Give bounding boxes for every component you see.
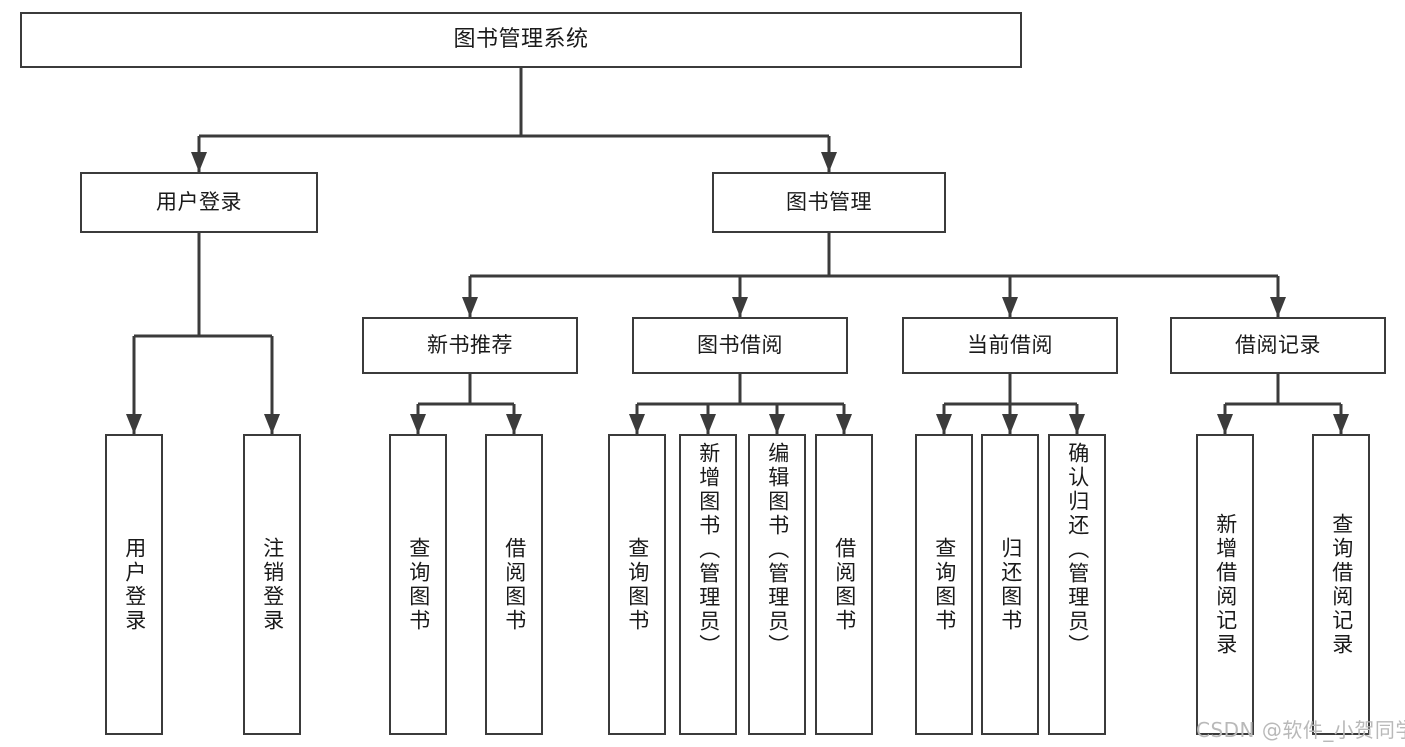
arrow-head-icon-book-borrow xyxy=(732,297,748,317)
arrow-head-icon-current-borrow xyxy=(1002,297,1018,317)
node-leaf-add-book: 新增图书（管理员） xyxy=(679,434,737,735)
node-label: 注销登录 xyxy=(260,536,285,633)
node-root-root: 图书管理系统 xyxy=(20,12,1022,68)
arrow-head-icon-leaf-add-book xyxy=(700,414,716,434)
node-label: 借阅图书 xyxy=(502,536,527,633)
node-user-login: 用户登录 xyxy=(80,172,318,233)
node-current-borrow: 当前借阅 xyxy=(902,317,1118,374)
arrow-head-icon-leaf-edit-book xyxy=(769,414,785,434)
node-label: 新增借阅记录 xyxy=(1213,512,1238,657)
node-label: 查询图书 xyxy=(625,536,650,633)
arrow-head-icon-leaf-add-record xyxy=(1217,414,1233,434)
arrow-head-icon-leaf-query-book-1 xyxy=(410,414,426,434)
node-leaf-user-login: 用户登录 xyxy=(105,434,163,735)
node-label: 用户登录 xyxy=(122,536,147,633)
node-leaf-add-record: 新增借阅记录 xyxy=(1196,434,1254,735)
node-label: 查询图书 xyxy=(932,536,957,633)
node-leaf-borrow-book-2: 借阅图书 xyxy=(815,434,873,735)
arrow-head-icon-leaf-logout xyxy=(264,414,280,434)
arrow-head-icon-leaf-query-book-2 xyxy=(629,414,645,434)
node-label: 图书管理系统 xyxy=(453,27,589,53)
arrow-head-icon-user-login xyxy=(191,152,207,172)
node-label: 借阅图书 xyxy=(832,536,857,633)
node-label: 查询借阅记录 xyxy=(1329,512,1354,657)
node-label: 图书管理 xyxy=(786,190,872,215)
arrow-head-icon-leaf-query-book-3 xyxy=(936,414,952,434)
node-label: 查询图书 xyxy=(406,536,431,633)
arrow-head-icon-leaf-borrow-book-1 xyxy=(506,414,522,434)
node-leaf-query-book-3: 查询图书 xyxy=(915,434,973,735)
arrow-head-icon-leaf-borrow-book-2 xyxy=(836,414,852,434)
node-label: 当前借阅 xyxy=(967,333,1053,358)
arrow-head-icon-borrow-record xyxy=(1270,297,1286,317)
node-leaf-query-book-2: 查询图书 xyxy=(608,434,666,735)
node-label: 图书借阅 xyxy=(697,333,783,358)
arrow-head-icon-leaf-return-book xyxy=(1002,414,1018,434)
node-label: 新增图书（管理员） xyxy=(696,442,721,658)
node-borrow-record: 借阅记录 xyxy=(1170,317,1386,374)
node-label: 确认归还（管理员） xyxy=(1065,442,1090,658)
arrow-head-icon-book-management xyxy=(821,152,837,172)
arrow-head-icon-leaf-user-login xyxy=(126,414,142,434)
node-new-book-recommend: 新书推荐 xyxy=(362,317,578,374)
node-book-management: 图书管理 xyxy=(712,172,946,233)
arrow-head-icon-new-book-recommend xyxy=(462,297,478,317)
node-leaf-logout: 注销登录 xyxy=(243,434,301,735)
node-leaf-return-book: 归还图书 xyxy=(981,434,1039,735)
node-leaf-borrow-book-1: 借阅图书 xyxy=(485,434,543,735)
node-leaf-query-record: 查询借阅记录 xyxy=(1312,434,1370,735)
arrow-head-icon-leaf-query-record xyxy=(1333,414,1349,434)
node-leaf-edit-book: 编辑图书（管理员） xyxy=(748,434,806,735)
node-leaf-query-book-1: 查询图书 xyxy=(389,434,447,735)
node-label: 编辑图书（管理员） xyxy=(765,442,790,658)
arrow-head-icon-leaf-confirm-return xyxy=(1069,414,1085,434)
node-label: 新书推荐 xyxy=(427,333,513,358)
node-label: 归还图书 xyxy=(998,536,1023,633)
node-label: 借阅记录 xyxy=(1235,333,1321,358)
node-label: 用户登录 xyxy=(156,190,242,215)
node-book-borrow: 图书借阅 xyxy=(632,317,848,374)
node-leaf-confirm-return: 确认归还（管理员） xyxy=(1048,434,1106,735)
